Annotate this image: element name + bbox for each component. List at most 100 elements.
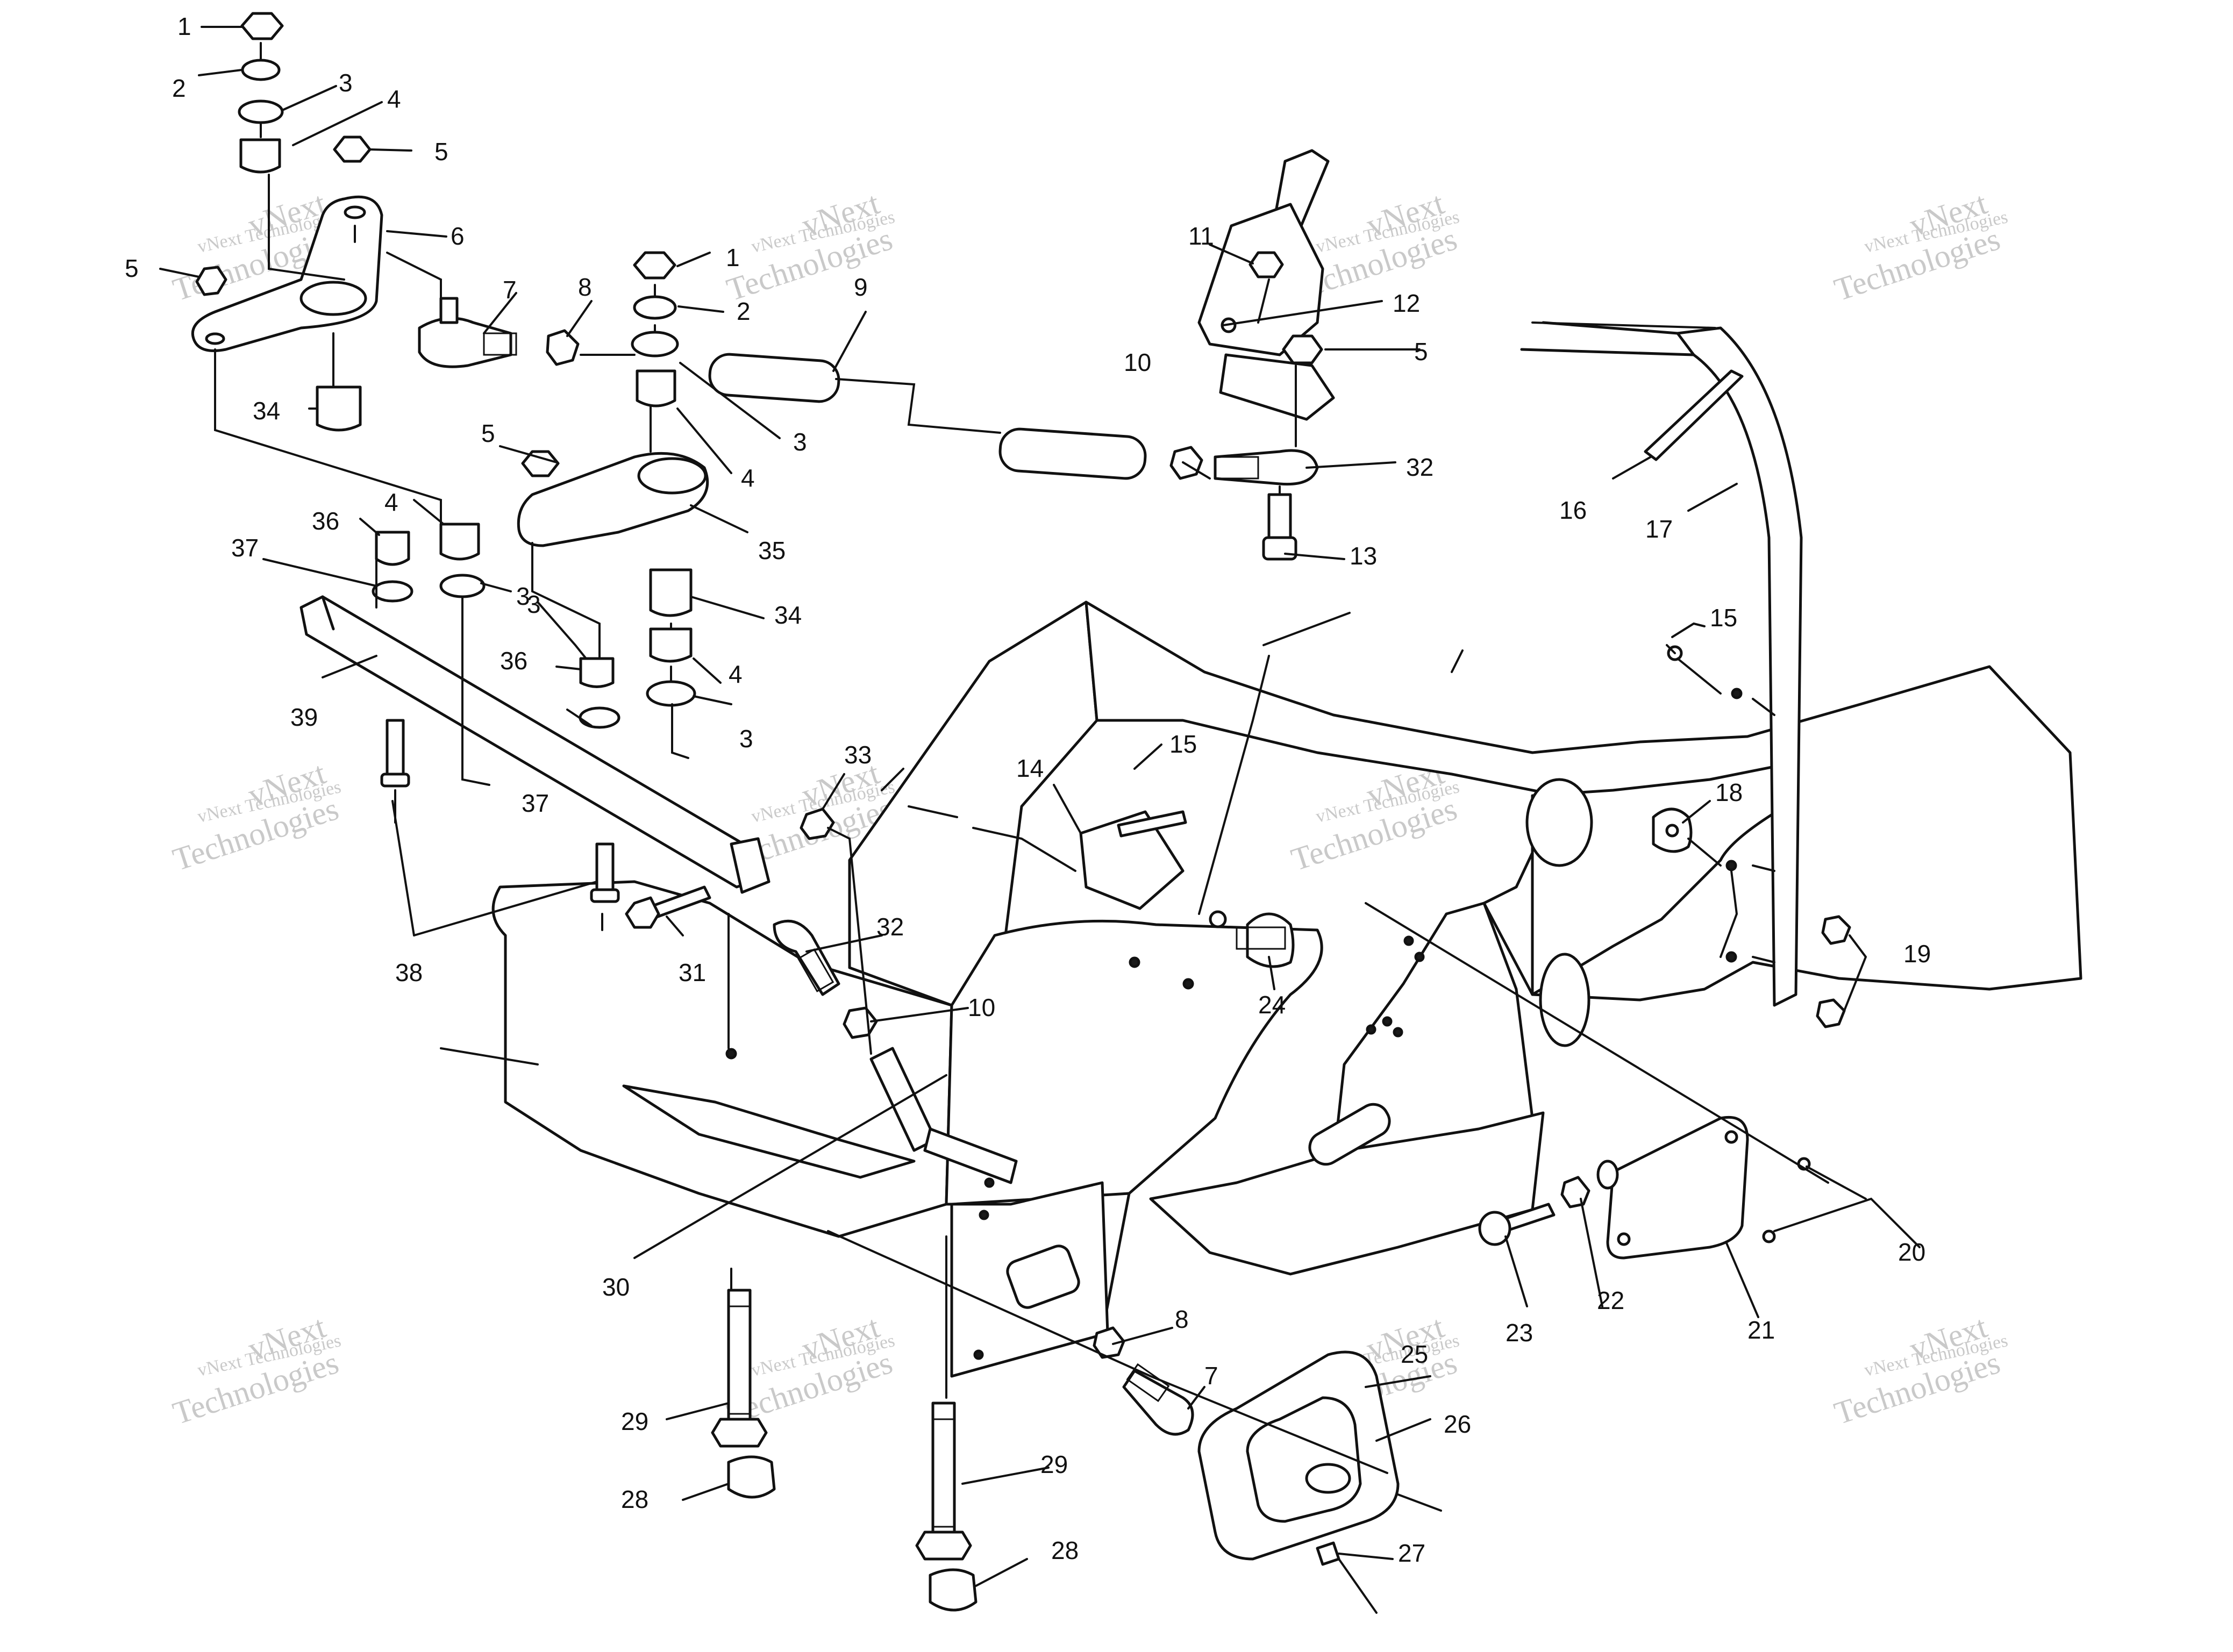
rivet xyxy=(1403,935,1414,946)
callout-pointers xyxy=(159,26,1921,1587)
callout-25: 25 xyxy=(1401,1340,1428,1368)
washer xyxy=(439,574,486,598)
callout-30: 30 xyxy=(602,1273,630,1301)
rod-end-thread xyxy=(483,332,517,356)
callout-29: 29 xyxy=(1040,1450,1068,1478)
rivet xyxy=(1382,1016,1393,1027)
threaded-stud xyxy=(931,1401,956,1534)
rivet xyxy=(1316,1541,1340,1566)
spacer xyxy=(316,385,362,432)
tie-rod-link xyxy=(923,1127,1018,1184)
hex-nut xyxy=(1249,251,1284,278)
rivet xyxy=(1731,688,1743,699)
callout-5: 5 xyxy=(1414,338,1428,366)
handlebar-line xyxy=(1520,348,1695,356)
bolt xyxy=(386,719,405,776)
rivet xyxy=(1725,951,1737,963)
threaded-stud xyxy=(727,1289,752,1421)
callout-17: 17 xyxy=(1645,515,1673,543)
callout-35: 35 xyxy=(758,537,786,564)
arm-hole xyxy=(205,332,225,345)
bushing xyxy=(439,523,480,561)
hex-nut xyxy=(333,135,372,163)
steering-arm-left xyxy=(191,12,580,432)
nose-slot xyxy=(1006,1245,1080,1309)
bulkhead-hole xyxy=(1525,778,1593,867)
bushing xyxy=(636,369,676,407)
callout-4: 4 xyxy=(384,488,398,516)
rod-end-thread xyxy=(1126,1363,1170,1403)
callout-10: 10 xyxy=(968,993,995,1021)
callout-11: 11 xyxy=(1188,222,1214,250)
drag-link-tube xyxy=(708,353,840,403)
callout-23: 23 xyxy=(1506,1319,1533,1347)
bushing xyxy=(579,657,615,688)
hex-nut xyxy=(521,450,560,477)
stud-nut xyxy=(711,1418,768,1448)
bushing xyxy=(239,138,281,174)
rivet xyxy=(984,1177,995,1188)
rivet xyxy=(1366,1024,1376,1035)
rod-end-thread xyxy=(1214,456,1259,480)
rod-end-stud xyxy=(439,297,459,324)
callout-37: 37 xyxy=(522,789,549,817)
bolt xyxy=(1267,493,1292,539)
left-skid xyxy=(622,1084,916,1179)
callout-labels: 1 2 3 4 5 6 5 7 8 9 1 2 3 4 34 5 35 36 4… xyxy=(125,12,1931,1567)
washer xyxy=(372,580,413,603)
screw xyxy=(1762,1229,1776,1243)
callout-3: 3 xyxy=(339,69,353,97)
callout-2: 2 xyxy=(737,297,751,325)
lock-nut xyxy=(1816,998,1846,1028)
rivet xyxy=(1393,1027,1403,1038)
drag-link-spring xyxy=(835,378,1001,434)
lock-nut xyxy=(1560,1176,1590,1208)
plate-hole xyxy=(1617,1232,1631,1246)
rod-end xyxy=(418,317,512,368)
hex-nut xyxy=(195,266,227,296)
rivet xyxy=(1414,952,1425,962)
steering-post-assembly xyxy=(708,149,1335,480)
callout-32: 32 xyxy=(876,913,904,941)
hex-nut xyxy=(633,251,676,280)
bolt-head xyxy=(590,888,620,903)
rivet xyxy=(973,1349,984,1360)
bolt-head xyxy=(1262,536,1297,561)
callout-32: 32 xyxy=(1406,453,1433,481)
pitman-arm-upper xyxy=(1219,353,1335,421)
callout-10: 10 xyxy=(1124,348,1151,376)
boot-hole xyxy=(1305,1463,1351,1494)
spacer xyxy=(649,568,693,617)
skid-slot xyxy=(1308,1103,1391,1166)
mount-plate xyxy=(1606,1115,1749,1260)
callout-36: 36 xyxy=(312,507,339,535)
cable-tie xyxy=(1644,369,1744,461)
callout-4: 4 xyxy=(729,660,743,688)
washer xyxy=(646,680,696,707)
rod-end xyxy=(773,919,840,996)
callout-5: 5 xyxy=(481,419,495,447)
washer xyxy=(238,99,284,124)
rivet xyxy=(1725,860,1737,871)
stud-nut xyxy=(915,1531,972,1561)
callout-13: 13 xyxy=(1350,542,1377,570)
callout-14: 14 xyxy=(1016,754,1044,782)
bulkhead-hole xyxy=(1539,953,1590,1047)
rod-end-thread xyxy=(797,948,834,992)
callout-36: 36 xyxy=(500,647,527,675)
rivet xyxy=(725,1048,737,1060)
callout-38: 38 xyxy=(395,959,423,986)
callout-2: 2 xyxy=(172,74,186,102)
callout-15: 15 xyxy=(1710,604,1737,632)
right-skid xyxy=(1149,1111,1545,1276)
callout-21: 21 xyxy=(1747,1316,1775,1344)
leader-lines xyxy=(214,42,1867,1614)
callout-3: 3 xyxy=(516,582,530,610)
callout-26: 26 xyxy=(1444,1410,1471,1438)
callout-39: 39 xyxy=(290,703,318,731)
grommet-bolt xyxy=(1236,926,1286,950)
callout-12: 12 xyxy=(1393,289,1420,317)
callout-5: 5 xyxy=(125,254,139,282)
callout-34: 34 xyxy=(253,397,280,425)
callout-3: 3 xyxy=(527,590,541,618)
